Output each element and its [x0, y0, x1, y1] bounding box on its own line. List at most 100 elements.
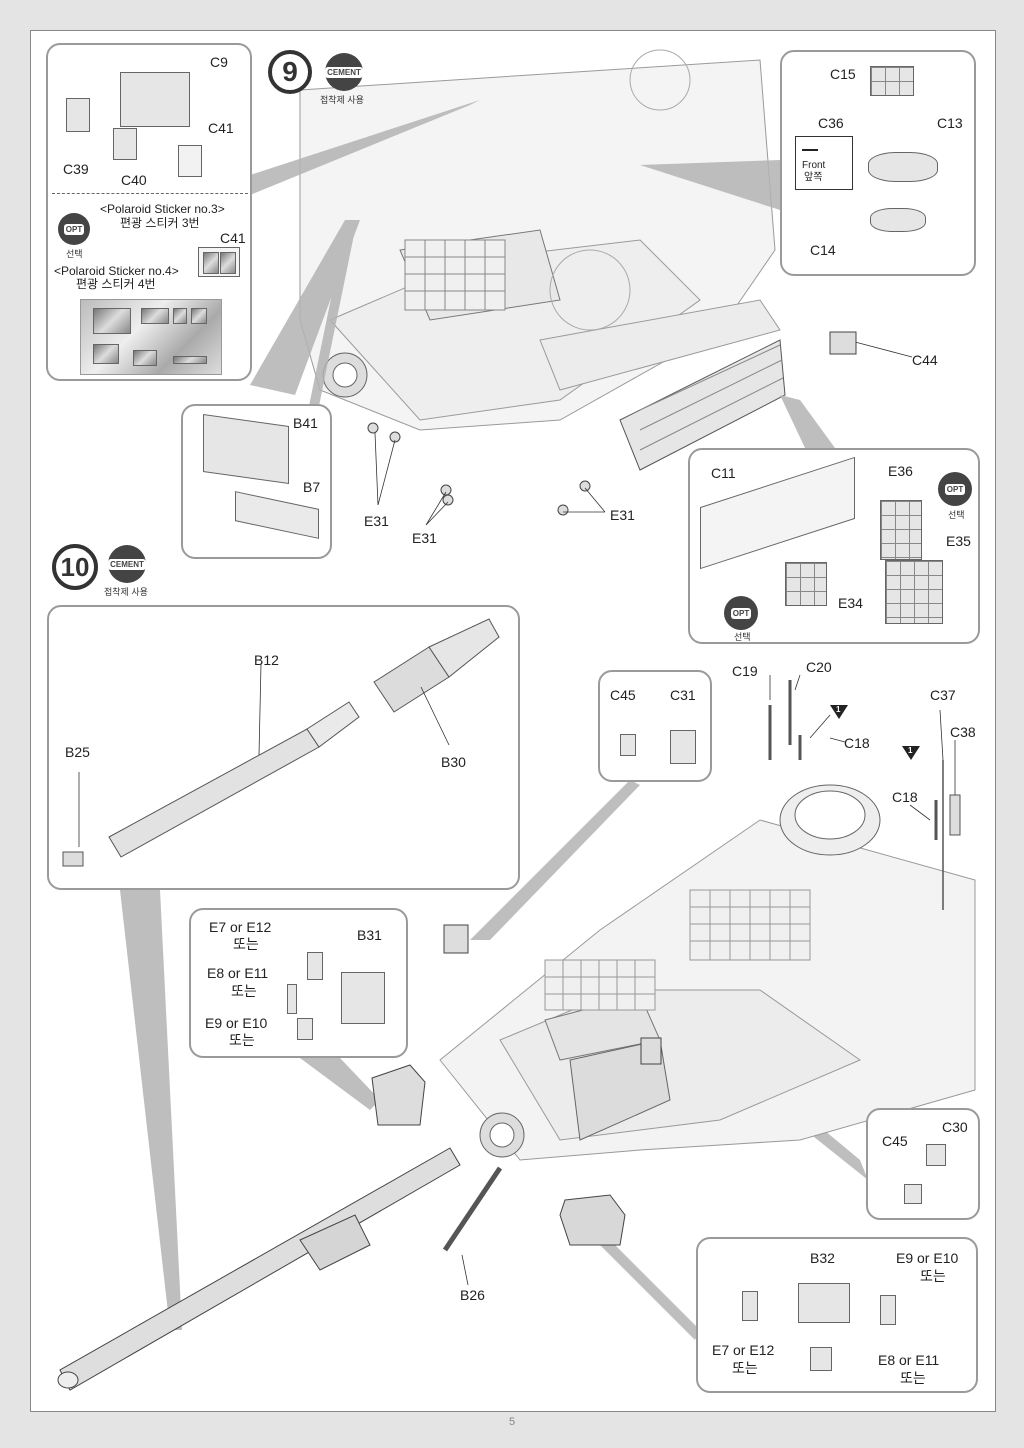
- turret-armor-grid: [544, 889, 811, 1011]
- label-c19: C19: [732, 663, 758, 679]
- b26-rod: [442, 1166, 503, 1252]
- inset-c45-c31: C45 C31: [598, 670, 712, 782]
- c14-part: [870, 208, 926, 232]
- cement-badge-step9: CEMENT: [325, 53, 363, 91]
- step-number-10: 10: [52, 544, 98, 590]
- label-b12: B12: [254, 652, 279, 668]
- label-or-3: 또는: [900, 1370, 926, 1386]
- c45-part: [904, 1184, 922, 1204]
- cement-label: CEMENT: [108, 558, 146, 570]
- label-or-3: 또는: [229, 1032, 255, 1048]
- label-e34: E34: [838, 595, 863, 611]
- sheet-sticker-2: [141, 308, 169, 324]
- label-c30: C30: [942, 1119, 968, 1135]
- label-c38: C38: [950, 724, 976, 740]
- label-or-1: 또는: [920, 1268, 946, 1284]
- b41-part: [203, 413, 289, 485]
- c40-part: [113, 128, 137, 160]
- c39-part: [66, 98, 90, 132]
- inset-b32-periscope: B32 E9 or E10 또는 E7 or E12 또는 E8 or E11 …: [696, 1237, 978, 1393]
- turret-illustration: [439, 784, 976, 1161]
- c30-part: [926, 1144, 946, 1166]
- e8-e11-part: [287, 984, 297, 1014]
- opt-caption-e36: 선택: [948, 510, 965, 520]
- label-e7-e12: E7 or E12: [712, 1342, 775, 1358]
- hull-top-illustration: [299, 49, 781, 431]
- label-c41: C41: [208, 120, 234, 136]
- warning-mark-number: 1: [908, 746, 913, 755]
- inset-stowage-box: C9 C41 C39 C40 OPT 선택 <Polaroid Sticker …: [46, 43, 252, 381]
- label-or-2: 또는: [231, 983, 257, 999]
- label-c18-first: C18: [844, 735, 870, 751]
- sticker4-label-ko: 편광 스티커 4번: [76, 277, 156, 291]
- b32-part: [798, 1283, 850, 1323]
- c13-part: [868, 152, 938, 182]
- cement-badge-step10: CEMENT: [108, 545, 146, 583]
- opt-label: OPT: [730, 607, 752, 619]
- label-c44: C44: [912, 352, 938, 368]
- label-c18-second: C18: [892, 789, 918, 805]
- label-c36: C36: [818, 115, 844, 131]
- label-c39: C39: [63, 161, 89, 177]
- label-e8-e11: E8 or E11: [878, 1352, 940, 1368]
- sticker3-label-ko: 편광 스티커 3번: [120, 216, 200, 230]
- sticker4-label-en: <Polaroid Sticker no.4>: [54, 264, 179, 278]
- barrel-exploded-drawing: [62, 618, 500, 867]
- step-number-text: 9: [282, 56, 298, 87]
- cement-caption-step9: 접착제 사용: [320, 95, 364, 105]
- b31-part-main: [371, 1064, 426, 1126]
- label-e9-e10: E9 or E10: [896, 1250, 959, 1266]
- sheet-sticker-6: [133, 350, 157, 366]
- b7-part: [235, 491, 319, 539]
- stowage-box-part: [120, 72, 190, 127]
- e35-part: [885, 560, 943, 624]
- label-b32: B32: [810, 1250, 835, 1266]
- label-c45: C45: [610, 687, 636, 703]
- opt-caption-e34: 선택: [734, 632, 751, 642]
- sheet-sticker-1: [93, 308, 131, 334]
- sheet-sticker-7: [173, 356, 207, 364]
- label-e31-left: E31: [364, 513, 389, 529]
- polaroid-sticker-3: [203, 252, 219, 274]
- label-e36: E36: [888, 463, 913, 479]
- label-c11: C11: [711, 465, 736, 481]
- label-c31: C31: [670, 687, 696, 703]
- warning-mark-number: 1: [836, 705, 841, 714]
- label-c45: C45: [882, 1133, 908, 1149]
- inset-hatch-assembly: C15 C36 C13 C14 Front 앞쪽: [780, 50, 976, 276]
- e31-rollers: [367, 422, 591, 516]
- label-e35: E35: [946, 533, 971, 549]
- label-e7-e12: E7 or E12: [209, 919, 272, 935]
- opt-caption: 선택: [66, 249, 83, 259]
- side-armor-panel: [619, 339, 786, 471]
- opt-label: OPT: [944, 483, 966, 495]
- e34-part: [785, 562, 827, 606]
- b25-part: [62, 851, 84, 867]
- label-e31-right: E31: [610, 507, 635, 523]
- opt-badge-e34: OPT: [724, 596, 758, 630]
- label-c15: C15: [830, 66, 856, 82]
- polaroid-sticker-4: [220, 252, 236, 274]
- main-gun-barrel: [57, 1147, 461, 1391]
- front-label-en: Front: [802, 160, 826, 171]
- c41-polaroid-frame: [198, 247, 240, 277]
- inset-b31-periscope: B31 E7 or E12 또는 E8 or E11 또는 E9 or E10 …: [189, 908, 408, 1058]
- step-number-text: 10: [60, 551, 90, 582]
- e7-e12-part: [742, 1291, 758, 1321]
- e9-e10-part: [880, 1295, 896, 1325]
- opt-label: OPT: [63, 223, 85, 235]
- e9-e10-part: [297, 1018, 313, 1040]
- opt-badge-e36: OPT: [938, 472, 972, 506]
- front-direction-box: Front 앞쪽: [795, 136, 853, 190]
- label-b7: B7: [303, 479, 321, 495]
- b12-barrel-tip: [306, 701, 360, 748]
- sheet-sticker-3: [173, 308, 187, 324]
- e8-e11-part: [810, 1347, 832, 1371]
- c31-part-on-turret: [443, 924, 469, 954]
- cement-label: CEMENT: [325, 66, 363, 78]
- polaroid-sticker-sheet: [80, 299, 222, 375]
- b31-part: [341, 972, 385, 1024]
- label-c20: C20: [806, 659, 832, 675]
- label-e31-middle: E31: [412, 530, 437, 546]
